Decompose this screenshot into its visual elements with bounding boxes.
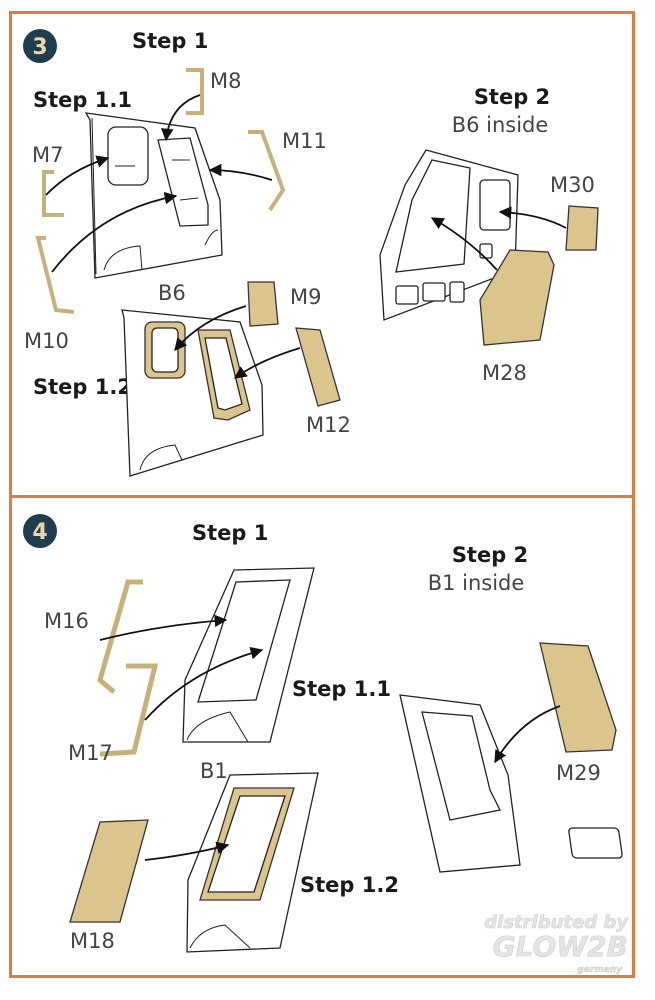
label-m30: M30 [550,173,595,197]
label-m12: M12 [306,413,351,437]
step-4-badge: 4 [23,514,57,548]
label-m7: M7 [32,143,63,167]
label-m8: M8 [210,69,241,93]
part-m28 [479,249,555,346]
step-3-step2-subtitle: B6 inside [452,113,549,137]
label-m17: M17 [68,741,113,765]
step-4-number: 4 [32,520,47,545]
b6-door-step-1-1 [84,112,223,279]
b1-inside-view [399,694,623,873]
step-4-step1-2-title: Step 1.2 [300,873,399,897]
step-4-step2-title: Step 2 [452,543,528,567]
part-m8 [186,68,204,115]
label-b6: B6 [158,281,186,305]
label-m11: M11 [282,129,327,153]
part-m12 [295,327,341,407]
part-m11 [248,130,286,212]
step-3-badge: 3 [23,29,57,63]
part-m18 [69,819,149,923]
step-4-step1-title: Step 1 [192,521,268,545]
label-m18: M18 [70,929,115,953]
b1-door-step-1-2 [186,772,319,953]
watermark-line1: distributed by [484,912,629,933]
step-3-badge-circle [23,29,57,63]
step-4-badge-circle [23,514,57,548]
distributor-watermark: distributed by GLOW2B germany [484,912,630,976]
part-m17 [99,663,159,757]
step-3-step1-title: Step 1 [132,29,208,53]
step-3-number: 3 [32,35,47,60]
part-m29 [539,642,617,753]
b6-inside-view [379,149,519,321]
label-m9: M9 [290,285,321,309]
part-m9 [247,281,279,327]
step-4-step2-subtitle: B1 inside [428,571,525,595]
part-m30 [565,205,599,251]
step-3-step1-2-title: Step 1.2 [33,375,132,399]
label-m10: M10 [24,329,69,353]
watermark-logo: GLOW2B [493,930,628,963]
label-b1: B1 [200,759,228,783]
step-4-step1-1-title: Step 1.1 [292,677,391,701]
part-m10 [35,236,75,314]
step-3-step2-title: Step 2 [474,85,550,109]
part-m7 [42,170,64,217]
b6-door-step-1-2 [121,309,264,477]
watermark-line3: germany [577,965,623,975]
label-m29: M29 [556,761,601,785]
label-m16: M16 [44,609,89,633]
label-m28: M28 [482,361,527,385]
part-m16 [97,579,143,694]
step-3-step1-1-title: Step 1.1 [33,88,132,112]
